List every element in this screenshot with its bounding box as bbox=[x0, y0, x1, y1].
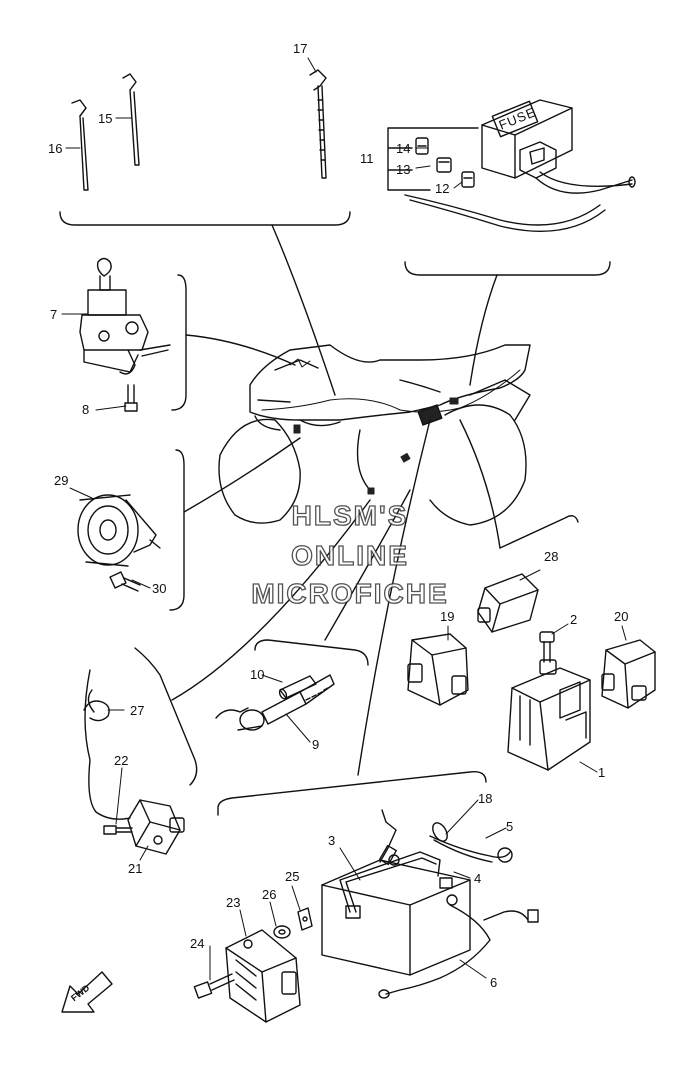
callout-16: 16 bbox=[48, 141, 63, 156]
watermark-line-1: HLSM'S bbox=[291, 499, 409, 531]
relay-20 bbox=[601, 639, 656, 709]
callout-8: 8 bbox=[82, 402, 90, 417]
callout-12: 12 bbox=[435, 181, 450, 196]
starter-relay bbox=[507, 659, 591, 771]
bracket-relays bbox=[499, 515, 579, 549]
callout-3: 3 bbox=[328, 833, 336, 848]
callout-24: 24 bbox=[190, 936, 205, 951]
fuse-10 bbox=[278, 675, 317, 700]
bracket-clutch-switch bbox=[134, 647, 198, 786]
motorcycle-outline bbox=[218, 344, 531, 526]
cable-tie-15 bbox=[122, 73, 140, 166]
leader-fuse bbox=[469, 274, 498, 386]
bracket-battery bbox=[217, 771, 487, 816]
wire-harness bbox=[261, 369, 521, 413]
leader-plug bbox=[324, 489, 411, 641]
relay-19 bbox=[407, 633, 469, 706]
callout-4: 4 bbox=[474, 871, 482, 886]
relay-28 bbox=[477, 573, 539, 633]
callout-9: 9 bbox=[312, 737, 320, 752]
leader-horn bbox=[183, 437, 301, 513]
watermark-line-3: MICROFICHE bbox=[251, 577, 449, 609]
callout-20: 20 bbox=[614, 609, 629, 624]
fuse-12 bbox=[461, 171, 475, 188]
cable-tie-16 bbox=[71, 99, 89, 191]
callout-7: 7 bbox=[50, 307, 58, 322]
battery-cable-6 bbox=[378, 904, 539, 999]
callout-22: 22 bbox=[114, 753, 129, 768]
bolt-24 bbox=[193, 973, 235, 999]
fuse-14 bbox=[415, 137, 429, 155]
harness-box bbox=[417, 404, 443, 426]
washer-26 bbox=[273, 925, 291, 939]
fuse-bracket bbox=[387, 127, 479, 191]
leader-ties bbox=[271, 224, 336, 396]
leader-clutch bbox=[171, 499, 371, 701]
leader-starter bbox=[357, 419, 431, 776]
callout-19: 19 bbox=[440, 609, 455, 624]
callout-14: 14 bbox=[396, 141, 411, 156]
callout-27: 27 bbox=[130, 703, 145, 718]
watermark-line-2: ONLINE bbox=[290, 539, 409, 571]
horn bbox=[77, 494, 161, 567]
bracket-cable-ties bbox=[59, 211, 351, 226]
main-switch bbox=[79, 257, 171, 375]
bracket-fuse-box bbox=[404, 261, 611, 276]
callout-5: 5 bbox=[506, 819, 514, 834]
callout-28: 28 bbox=[544, 549, 559, 564]
callout-23: 23 bbox=[226, 895, 241, 910]
battery-lead-5 bbox=[378, 809, 513, 866]
screw-22 bbox=[103, 825, 133, 835]
leader-switch bbox=[185, 334, 296, 366]
sensor-9 bbox=[215, 674, 335, 731]
nut-25 bbox=[297, 907, 313, 931]
fuse-13 bbox=[436, 157, 452, 173]
fwd-arrow bbox=[61, 971, 113, 1013]
callout-30: 30 bbox=[152, 581, 167, 596]
bracket-horn bbox=[169, 449, 185, 611]
fuse-box bbox=[404, 99, 636, 232]
callout-1: 1 bbox=[598, 765, 606, 780]
clutch-switch bbox=[127, 799, 185, 855]
switch-wire bbox=[84, 669, 131, 820]
callout-29: 29 bbox=[54, 473, 69, 488]
callout-21: 21 bbox=[128, 861, 143, 876]
callout-13: 13 bbox=[396, 162, 411, 177]
callout-10: 10 bbox=[250, 667, 265, 682]
bolt-8 bbox=[124, 384, 138, 412]
callout-26: 26 bbox=[262, 887, 277, 902]
bracket-plug bbox=[254, 639, 369, 666]
callout-6: 6 bbox=[490, 975, 498, 990]
rectifier-regulator bbox=[225, 929, 301, 1023]
callout-17: 17 bbox=[293, 41, 308, 56]
bolt-2 bbox=[539, 631, 555, 663]
bracket-main-switch bbox=[171, 274, 187, 411]
callout-11: 11 bbox=[360, 151, 374, 166]
battery bbox=[321, 851, 471, 976]
callout-25: 25 bbox=[285, 869, 300, 884]
callout-18: 18 bbox=[478, 791, 493, 806]
cable-tie-17 bbox=[309, 69, 327, 179]
clamp-27 bbox=[83, 689, 110, 722]
leader-relay bbox=[459, 419, 501, 549]
callout-15: 15 bbox=[98, 111, 113, 126]
callout-2: 2 bbox=[570, 612, 578, 627]
bolt-30 bbox=[109, 571, 141, 592]
